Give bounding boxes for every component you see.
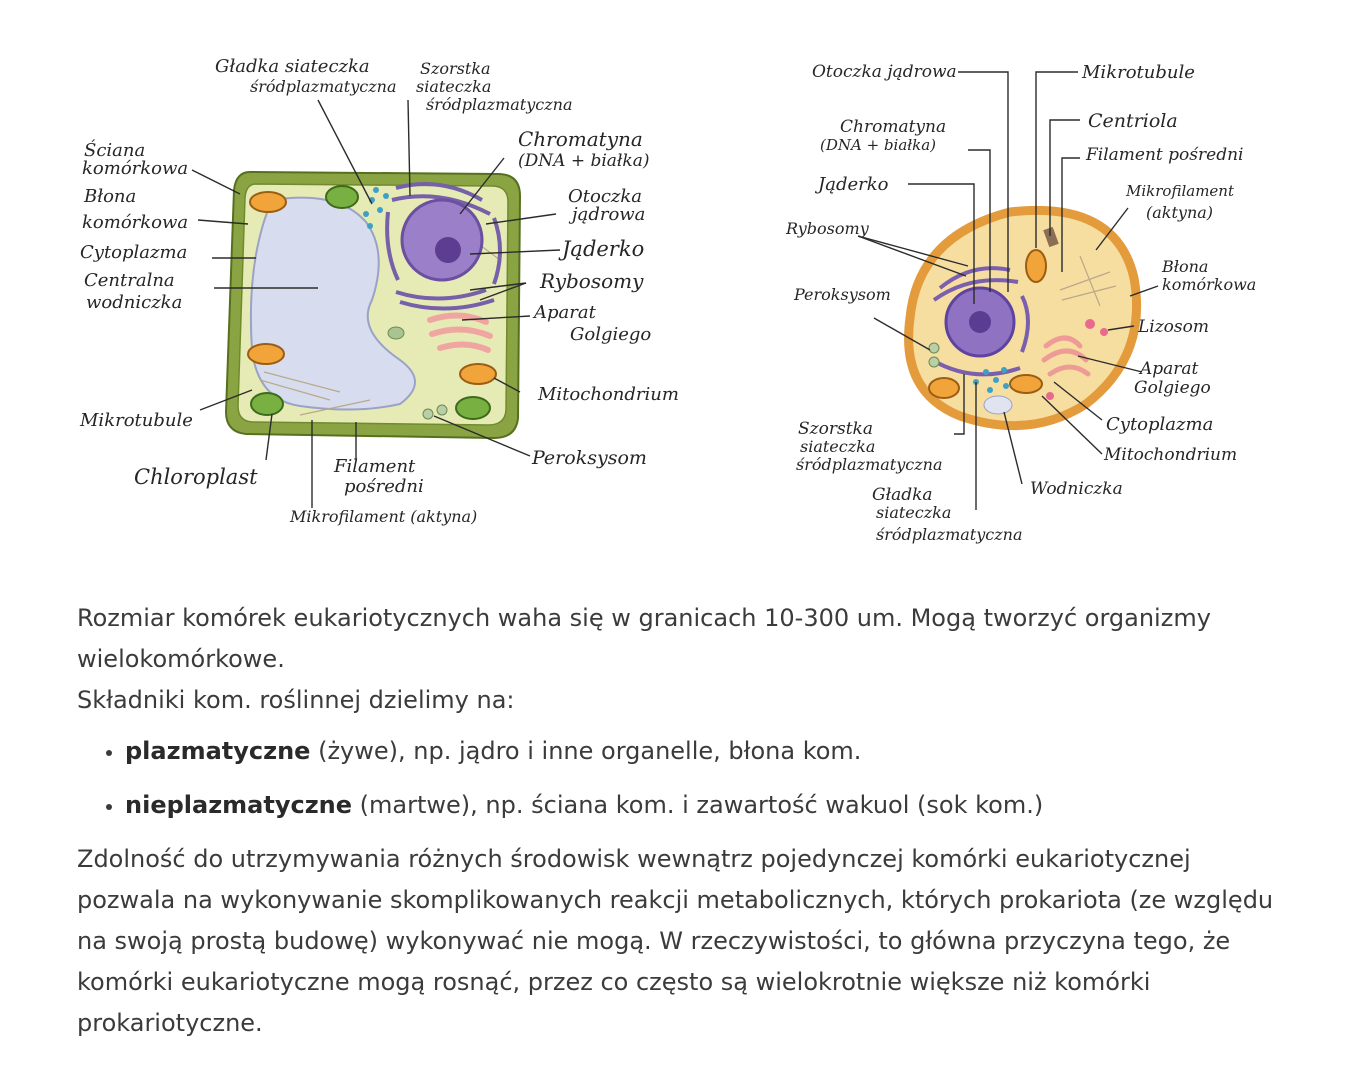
plant-label-chromatin-1: Chromatyna <box>518 127 643 151</box>
animal-label-nuclear-envelope: Otoczka jądrowa <box>812 62 957 82</box>
plant-label-microfilament: Mikrofilament (aktyna) <box>289 507 477 526</box>
list-item-nonplasmatic-desc: (martwe), np. ściana kom. i zawartość wa… <box>352 791 1044 819</box>
plant-label-chloroplast: Chloroplast <box>134 465 258 489</box>
animal-cell-lysosomes <box>1046 319 1108 400</box>
plant-label-mitochondrion: Mitochondrium <box>537 384 679 405</box>
plant-cell-mitochondria <box>247 191 497 385</box>
list-item-nonplasmatic: nieplazmatyczne (martwe), np. ściana kom… <box>125 785 1287 826</box>
animal-label-smooth-er-3: śródplazmatyczna <box>876 525 1022 544</box>
plant-label-intermediate-filament-2: pośredni <box>344 476 424 497</box>
plant-label-microtubules: Mikrotubule <box>79 410 193 431</box>
plant-cell-nucleolus <box>435 237 461 263</box>
animal-label-membrane-1: Błona <box>1161 257 1208 276</box>
list-item-plasmatic-term: plazmatyczne <box>125 737 311 765</box>
animal-label-rough-er-3: śródplazmatyczna <box>796 455 942 474</box>
animal-label-rough-er-1: Szorstka <box>798 419 873 439</box>
article-body: Rozmiar komórek eukariotycznych waha się… <box>77 598 1287 1044</box>
plant-cell-filaments <box>259 229 501 416</box>
plant-cell-rough-er <box>385 182 502 311</box>
list-item-nonplasmatic-term: nieplazmatyczne <box>125 791 353 819</box>
animal-label-peroxisome: Peroksysom <box>793 285 891 304</box>
components-list: plazmatyczne (żywe), np. jądro i inne or… <box>77 731 1287 826</box>
plant-label-ribosomes: Rybosomy <box>539 269 644 293</box>
paragraph-environments: Zdolność do utrzymywania różnych środowi… <box>77 845 1274 1037</box>
animal-cell-nucleolus <box>969 311 991 333</box>
plant-label-rough-er-1: Szorstka <box>420 59 491 78</box>
plant-cell-leader-lines <box>191 99 561 508</box>
animal-cell-centriole <box>1043 226 1059 248</box>
paragraph-size: Rozmiar komórek eukariotycznych waha się… <box>77 604 1211 673</box>
animal-label-chromatin-1: Chromatyna <box>840 117 946 137</box>
plant-label-cell-wall-2: komórkowa <box>82 158 188 179</box>
plant-cell-chloroplasts <box>250 185 491 420</box>
animal-label-golgi-2: Golgiego <box>1134 378 1211 398</box>
list-item-plasmatic-desc: (żywe), np. jądro i inne organelle, błon… <box>310 737 862 765</box>
animal-label-lysosome: Lizosom <box>1137 317 1209 337</box>
plant-cell-peroxisomes <box>422 404 448 420</box>
cell-diagrams-figure: Gładka siateczka śródplazmatyczna Szorst… <box>79 56 1256 544</box>
plant-label-rough-er-2: siateczka <box>416 77 491 96</box>
animal-label-nucleolus: Jąderko <box>814 174 889 195</box>
animal-label-smooth-er-2: siateczka <box>876 503 951 522</box>
animal-label-microfilament-2: (aktyna) <box>1146 203 1213 222</box>
plant-label-peroxisome: Peroksysom <box>531 447 647 469</box>
paragraph-components-intro: Składniki kom. roślinnej dzielimy na: <box>77 686 515 714</box>
animal-label-intermediate-filament: Filament pośredni <box>1085 145 1243 165</box>
animal-label-membrane-2: komórkowa <box>1162 275 1256 294</box>
plant-label-intermediate-filament-1: Filament <box>333 456 416 477</box>
animal-cell-mitochondria <box>928 249 1047 399</box>
animal-cell-vacuole <box>983 395 1013 415</box>
plant-label-golgi-1: Aparat <box>532 302 597 323</box>
plant-cell-diagram: Gładka siateczka śródplazmatyczna Szorst… <box>79 56 679 526</box>
animal-label-smooth-er-1: Gładka <box>872 485 933 505</box>
plant-label-rough-er-3: śródplazmatyczna <box>426 95 572 114</box>
plant-label-nuclear-envelope-2: jądrowa <box>568 204 645 225</box>
animal-label-rough-er-2: siateczka <box>800 437 875 456</box>
plant-label-chromatin-2: (DNA + białka) <box>518 151 650 171</box>
animal-label-golgi-1: Aparat <box>1138 359 1199 379</box>
plant-label-nucleolus: Jąderko <box>558 237 644 261</box>
animal-label-centriole: Centriola <box>1088 110 1178 132</box>
animal-cell-ribosomes <box>973 367 1009 393</box>
plant-label-cell-wall-1: Ściana <box>84 138 145 161</box>
animal-label-microtubules: Mikrotubule <box>1081 62 1195 83</box>
plant-label-golgi-2: Golgiego <box>570 324 651 345</box>
cell-diagrams-svg: Gładka siateczka śródplazmatyczna Szorst… <box>79 56 1256 544</box>
animal-label-vacuole: Wodniczka <box>1030 479 1123 499</box>
animal-label-chromatin-2: (DNA + białka) <box>820 136 936 154</box>
plant-label-vacuole-2: wodniczka <box>86 292 182 313</box>
plant-label-membrane-2: komórkowa <box>82 212 188 233</box>
plant-label-cytoplasm: Cytoplazma <box>80 242 187 263</box>
animal-label-cytoplasm: Cytoplazma <box>1106 414 1213 435</box>
animal-label-microfilament-1: Mikrofilament <box>1125 182 1235 200</box>
animal-cell-filaments <box>1059 255 1117 307</box>
animal-label-mitochondrion: Mitochondrium <box>1103 445 1237 465</box>
plant-label-vacuole-1: Centralna <box>84 270 175 291</box>
animal-cell-leader-lines <box>857 71 1159 510</box>
plant-label-smooth-er-1: Gładka siateczka <box>215 56 370 77</box>
animal-cell-diagram: Otoczka jądrowa Mikrotubule Centriola Ch… <box>785 62 1256 544</box>
animal-label-ribosomes: Rybosomy <box>785 219 870 238</box>
plant-cell-ribosomes <box>363 187 389 229</box>
plant-label-membrane-1: Błona <box>83 186 136 207</box>
plant-label-smooth-er-2: śródplazmatyczna <box>250 77 396 96</box>
animal-cell-peroxisomes <box>928 342 940 368</box>
plant-cell-golgi <box>427 312 493 353</box>
plant-label-nuclear-envelope-1: Otoczka <box>568 186 642 207</box>
list-item-plasmatic: plazmatyczne (żywe), np. jądro i inne or… <box>125 731 1287 772</box>
